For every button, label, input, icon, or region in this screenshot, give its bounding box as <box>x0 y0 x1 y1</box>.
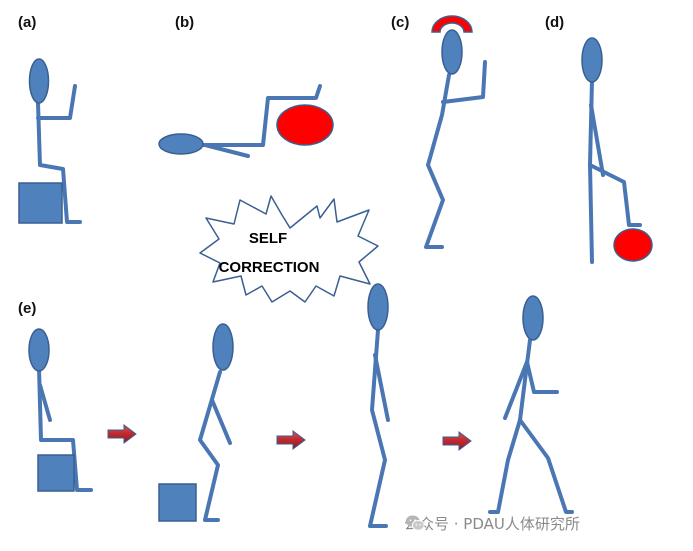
figure-b-lying <box>197 84 322 158</box>
figure-e4-back-arm <box>503 360 529 420</box>
figure-e4-head <box>522 295 544 341</box>
burst-text-correction: CORRECTION <box>219 259 320 276</box>
panel-label-c: (c) <box>391 14 409 31</box>
figure-e1-arm <box>38 383 52 422</box>
figure-e1-sitting <box>37 366 93 492</box>
figure-a-body <box>36 101 82 224</box>
figure-d-ball <box>613 228 653 262</box>
figure-e3-body <box>368 328 388 528</box>
figure-e3-head <box>367 283 389 331</box>
figure-c-arm <box>441 60 487 104</box>
panel-label-e: (e) <box>18 300 36 317</box>
figure-c-body <box>424 73 451 249</box>
figure-a-head <box>28 58 50 104</box>
figure-e2-rising <box>198 370 232 522</box>
wechat-icon <box>405 515 425 531</box>
figure-c-standing <box>424 60 487 249</box>
figure-d-standing <box>588 78 642 264</box>
figure-e4-front-arm <box>525 360 559 394</box>
figure-e1-body <box>37 366 93 492</box>
figure-e4-front-leg <box>518 418 574 514</box>
figure-e1-block <box>37 454 75 492</box>
panel-label-a: (a) <box>18 14 36 31</box>
figure-e4-walking <box>488 338 574 514</box>
figure-e2-arm <box>210 398 232 445</box>
figure-e3-arm <box>373 353 390 422</box>
figure-b-ball <box>276 104 334 146</box>
sequence-arrow-3 <box>442 431 472 451</box>
figure-e4-back-leg <box>488 418 522 514</box>
figure-b-head <box>158 133 204 155</box>
panel-label-b: (b) <box>175 14 194 31</box>
self-correction-burst <box>199 195 379 303</box>
figure-c-head <box>441 29 463 75</box>
figure-e2-block <box>158 483 197 522</box>
figure-b-legs <box>197 84 322 147</box>
burst-text-self: SELF <box>249 230 287 247</box>
figure-a-arm <box>36 84 77 120</box>
figure-a-sitting <box>36 84 82 224</box>
figure-e2-body <box>198 370 222 522</box>
figure-b-arm <box>203 143 250 158</box>
figure-c-arc <box>431 15 473 33</box>
figure-e3-standing <box>368 328 390 528</box>
watermark: 公众号 · PDAU人体研究所 <box>404 512 580 534</box>
figure-e2-head <box>212 323 234 371</box>
figure-d-arm <box>589 103 605 177</box>
figure-d-raised-leg <box>588 163 642 227</box>
figure-d-head <box>581 37 603 83</box>
figure-a-block <box>18 182 63 224</box>
sequence-arrow-1 <box>107 424 137 444</box>
panel-label-d: (d) <box>545 14 564 31</box>
watermark-text: 公众号 · PDAU人体研究所 <box>404 514 580 533</box>
figure-e1-head <box>28 328 50 372</box>
sequence-arrow-2 <box>276 430 306 450</box>
figure-e4-torso <box>518 338 532 422</box>
